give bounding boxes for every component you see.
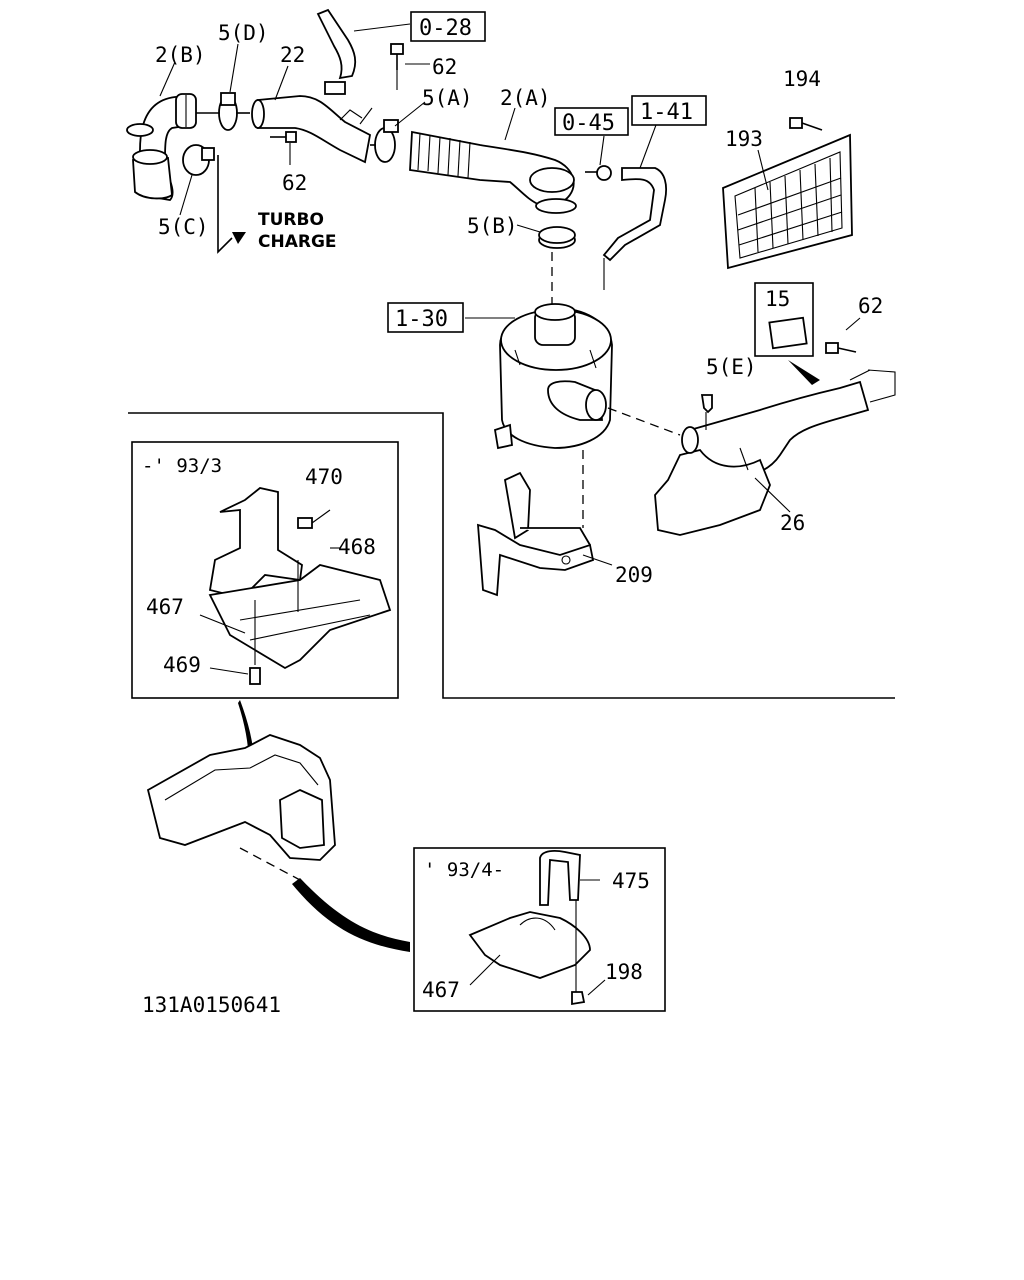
inset-left-bracket bbox=[208, 487, 392, 685]
arrow-lower bbox=[292, 878, 410, 952]
callout-467-b: 467 bbox=[422, 978, 460, 1002]
breather-hose bbox=[585, 165, 668, 290]
clip-5e bbox=[700, 394, 713, 430]
callout-62-mid: 62 bbox=[282, 171, 307, 195]
callout-22: 22 bbox=[280, 43, 305, 67]
callout-468: 468 bbox=[338, 535, 376, 559]
ref-label-0-28: 0-28 bbox=[419, 16, 472, 41]
leader-lines bbox=[159, 43, 657, 233]
bolt-62-lower bbox=[270, 131, 297, 165]
bolt-62-top bbox=[390, 43, 404, 90]
label-15-box bbox=[754, 282, 820, 385]
hose-2b bbox=[126, 93, 197, 201]
callout-2a: 2(A) bbox=[500, 86, 551, 110]
clamp-5d bbox=[218, 92, 238, 131]
inset-right-bracket bbox=[468, 850, 591, 1006]
bolt-62-right bbox=[825, 342, 857, 354]
callout-2b: 2(B) bbox=[155, 43, 206, 67]
callout-209: 209 bbox=[615, 563, 653, 587]
inset-left-period: -' 93/3 bbox=[142, 455, 222, 477]
callout-470: 470 bbox=[305, 465, 343, 489]
callout-194: 194 bbox=[783, 67, 821, 91]
callout-15: 15 bbox=[765, 287, 790, 311]
pipe-22 bbox=[251, 81, 372, 164]
ref-box-0-45 bbox=[554, 107, 629, 136]
callout-5a: 5(A) bbox=[422, 86, 473, 110]
hose-0-28 bbox=[316, 8, 411, 80]
charge-label: CHARGE bbox=[258, 232, 337, 252]
ref-label-1-30: 1-30 bbox=[395, 307, 448, 332]
oil-pan bbox=[146, 734, 336, 881]
diagram-code: 131A0150641 bbox=[142, 993, 281, 1017]
callout-5c: 5(C) bbox=[158, 215, 209, 239]
callout-5b: 5(B) bbox=[467, 214, 518, 238]
ref-box-1-30 bbox=[387, 302, 464, 333]
hose-2a bbox=[409, 130, 577, 214]
screw-194 bbox=[789, 117, 823, 131]
callout-193: 193 bbox=[725, 127, 763, 151]
callout-5d: 5(D) bbox=[218, 21, 269, 45]
turbo-label: TURBO bbox=[258, 210, 324, 230]
callout-475: 475 bbox=[612, 869, 650, 893]
callout-198: 198 bbox=[605, 960, 643, 984]
callout-469: 469 bbox=[163, 653, 201, 677]
clamp-5b bbox=[538, 226, 576, 249]
clamp-5c bbox=[182, 144, 215, 176]
bracket-209 bbox=[477, 471, 595, 597]
ref-box-1-41 bbox=[631, 95, 707, 126]
inset-right-period: ' 93/4- bbox=[424, 859, 504, 881]
resonator-26 bbox=[654, 369, 896, 536]
ref-label-0-45: 0-45 bbox=[562, 111, 615, 136]
section-divider bbox=[128, 412, 895, 699]
callout-62-right: 62 bbox=[858, 294, 883, 318]
ref-label-1-41: 1-41 bbox=[640, 100, 693, 125]
callout-467-a: 467 bbox=[146, 595, 184, 619]
air-cleaner-1-30 bbox=[493, 303, 613, 450]
grille-193 bbox=[722, 133, 853, 270]
ref-box-0-28 bbox=[410, 11, 486, 42]
callout-62-top: 62 bbox=[432, 55, 457, 79]
turbo-charge-callout bbox=[217, 155, 246, 254]
clamp-5a bbox=[370, 119, 399, 163]
callout-26: 26 bbox=[780, 511, 805, 535]
callout-5e: 5(E) bbox=[706, 355, 757, 379]
